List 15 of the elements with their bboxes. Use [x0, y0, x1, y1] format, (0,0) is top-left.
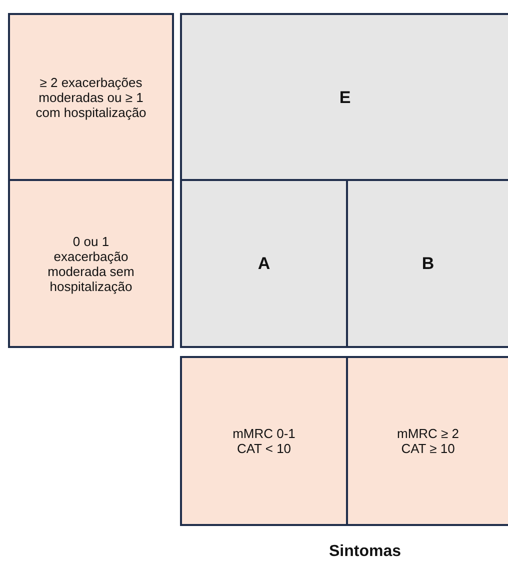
group-letter: B [422, 256, 434, 271]
category-text: ≥ 2 exacerbações moderadas ou ≥ 1 com hospitalização [34, 74, 148, 120]
axis-label: Sintomas [329, 543, 402, 561]
category-cell [180, 356, 348, 526]
group-cell [346, 179, 508, 348]
category-text: 0 ou 1 exacerbação moderada sem hospitalização [46, 234, 136, 294]
category-text: mMRC ≥ 2 CAT ≥ 10 [396, 426, 460, 456]
group-cell [180, 13, 508, 181]
category-cell [8, 179, 174, 348]
group-letter: E [339, 90, 351, 104]
category-cell [8, 13, 174, 181]
category-text: mMRC 0-1 CAT < 10 [232, 426, 296, 456]
group-cell [180, 179, 348, 348]
group-letter: A [258, 256, 270, 271]
category-cell [346, 356, 508, 526]
